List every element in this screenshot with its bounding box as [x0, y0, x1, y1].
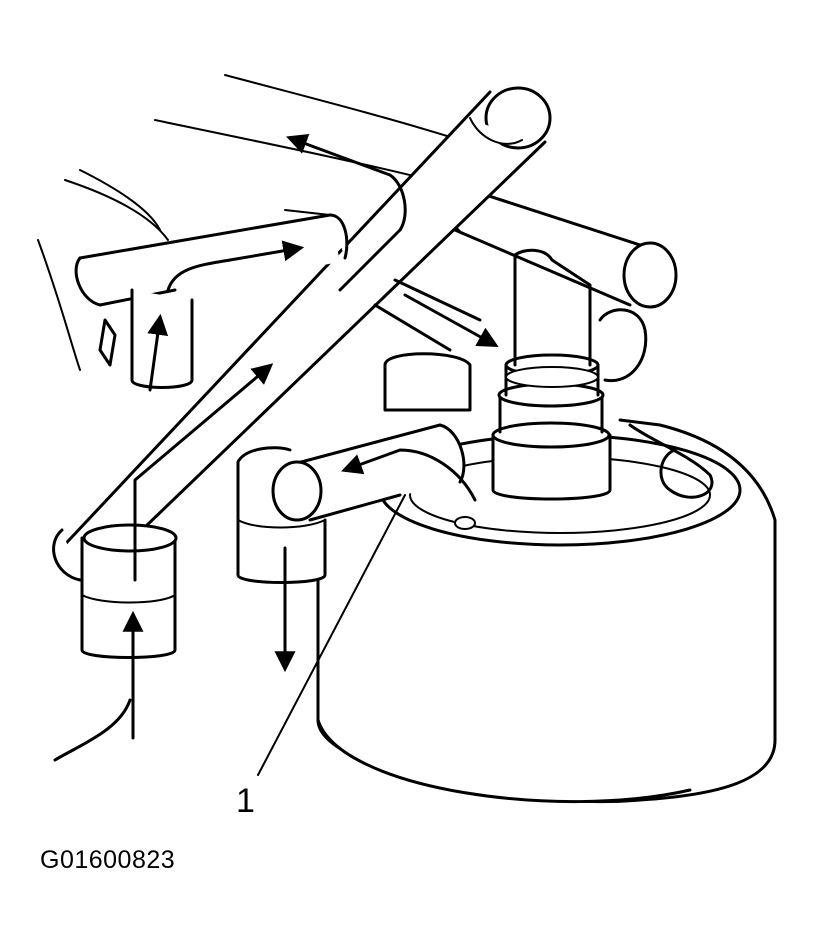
lower-right-fitting [236, 446, 327, 584]
flow-arrow-bracket-right [166, 240, 305, 292]
flow-arrows [122, 133, 714, 740]
upper-right-tube [451, 178, 678, 383]
center-bolt-assembly [491, 248, 612, 501]
flow-arrow-bracket-up [147, 313, 169, 392]
callout-number-1: 1 [236, 782, 255, 820]
lower-left-fitting [53, 523, 178, 762]
flow-arrow-top-left [286, 133, 407, 292]
figure-id-label: G01600823 [40, 846, 176, 874]
flow-arrow-diagonal-up [133, 363, 274, 582]
flow-arrow-outlet-left [341, 448, 477, 502]
flow-arrow-into-cooler [403, 293, 499, 348]
upper-left-tube [74, 213, 349, 389]
callout-leader-line [257, 494, 406, 776]
flow-arrow-right-loop [628, 423, 714, 499]
oil-cooler-body [316, 418, 777, 804]
background-contour-lines [37, 74, 461, 371]
outlet-pipe [271, 423, 466, 522]
middle-tube-segment [373, 278, 482, 412]
